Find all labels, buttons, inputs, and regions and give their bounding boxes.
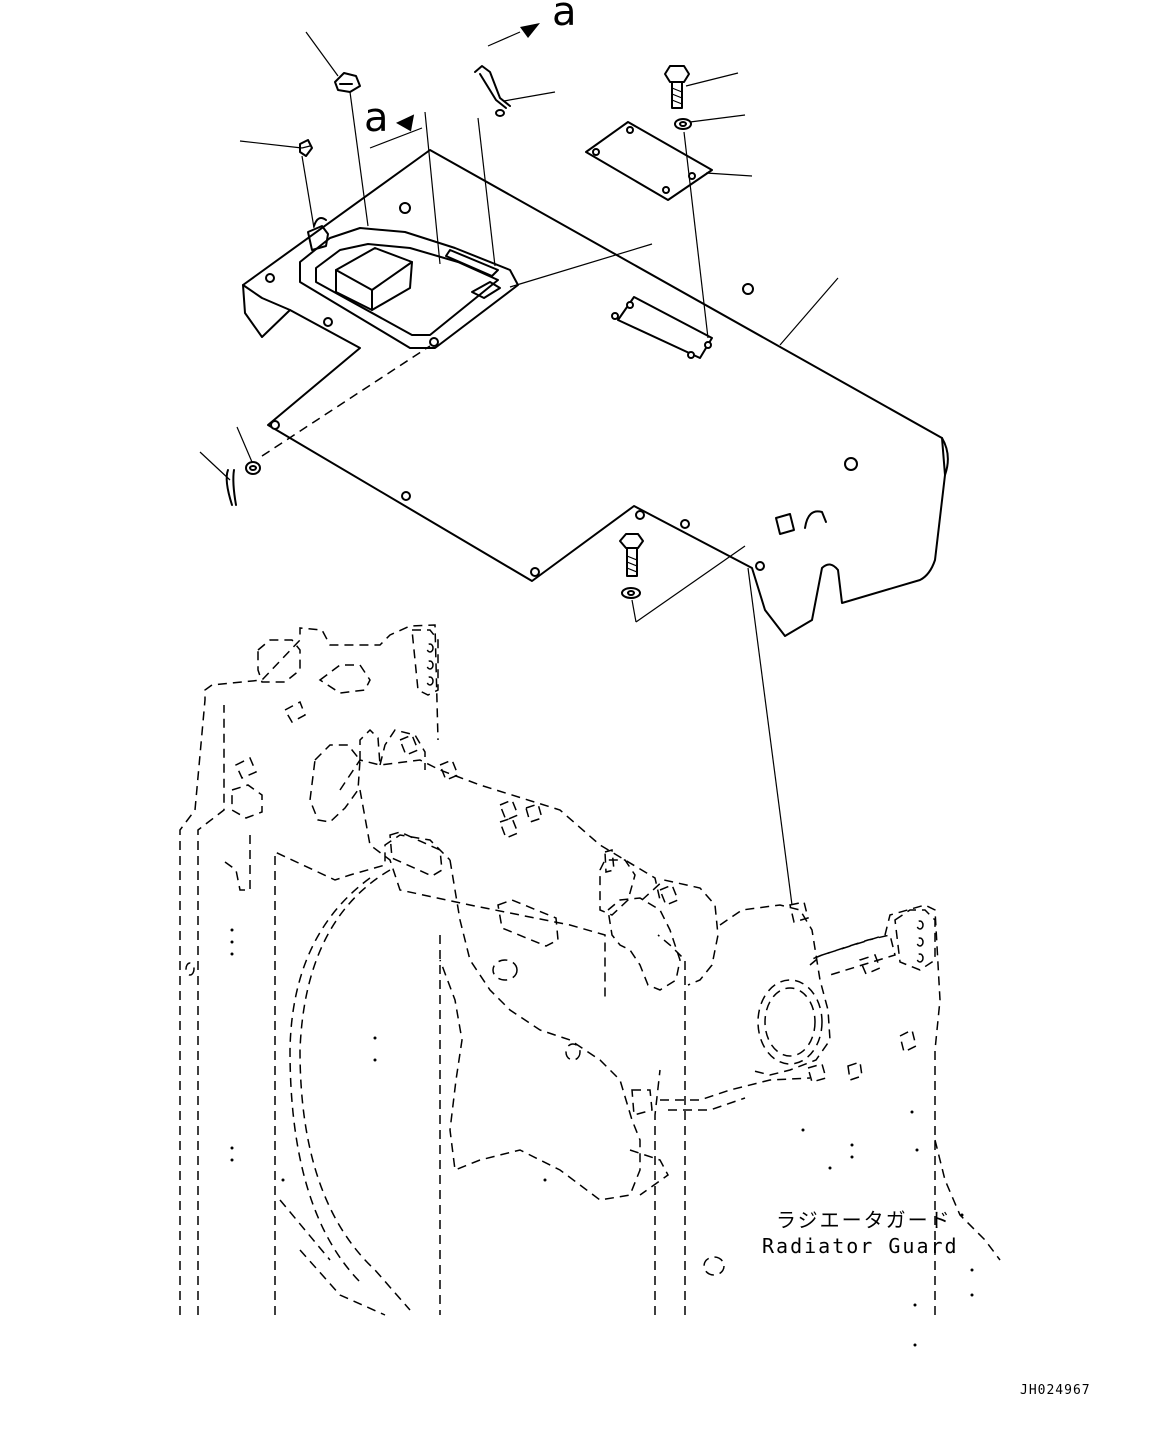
bolt-hole	[626, 301, 634, 309]
bolt-hole	[270, 420, 280, 430]
drawing-number: JH024967	[1020, 1383, 1091, 1398]
bolt-top	[664, 65, 690, 109]
bolt-hole	[755, 561, 765, 571]
washer-lower	[621, 587, 641, 599]
bolt-hole	[530, 567, 540, 577]
key-part	[334, 72, 361, 93]
radiator-guard-label-en: Radiator Guard	[762, 1234, 959, 1258]
bolt-hole	[429, 337, 439, 347]
bolt-hole	[635, 510, 645, 520]
bolt-hole	[611, 312, 619, 320]
pin-left	[225, 469, 237, 506]
leader-lines	[199, 31, 839, 906]
bolt-hole	[323, 317, 333, 327]
bolt-hole	[399, 202, 411, 214]
view-callout-a-top: a	[552, 0, 577, 35]
clip-part	[299, 139, 313, 157]
view-callout-a-left: a	[364, 95, 389, 141]
machine-frame	[179, 624, 1001, 1316]
washer-top	[674, 118, 692, 130]
bolt-hole	[265, 273, 275, 283]
lock-clip	[307, 217, 329, 251]
radiator-guard-label-jp: ラジエータガード	[776, 1208, 952, 1232]
frame-holes	[230, 928, 974, 1347]
bolt-hole	[704, 341, 712, 349]
top-cover-plate	[242, 149, 949, 637]
view-arrow-left	[395, 114, 415, 132]
view-arrow-top	[520, 23, 540, 38]
small-cover-plate	[585, 121, 713, 201]
bolt-hole	[687, 351, 695, 359]
bolt-hole	[742, 283, 754, 295]
washer-left	[245, 461, 261, 475]
bolt-hole	[680, 519, 690, 529]
bolt-hole	[401, 491, 411, 501]
bolt-hole	[844, 457, 858, 471]
bolt-lower	[619, 533, 644, 577]
latch-lever	[474, 65, 511, 117]
